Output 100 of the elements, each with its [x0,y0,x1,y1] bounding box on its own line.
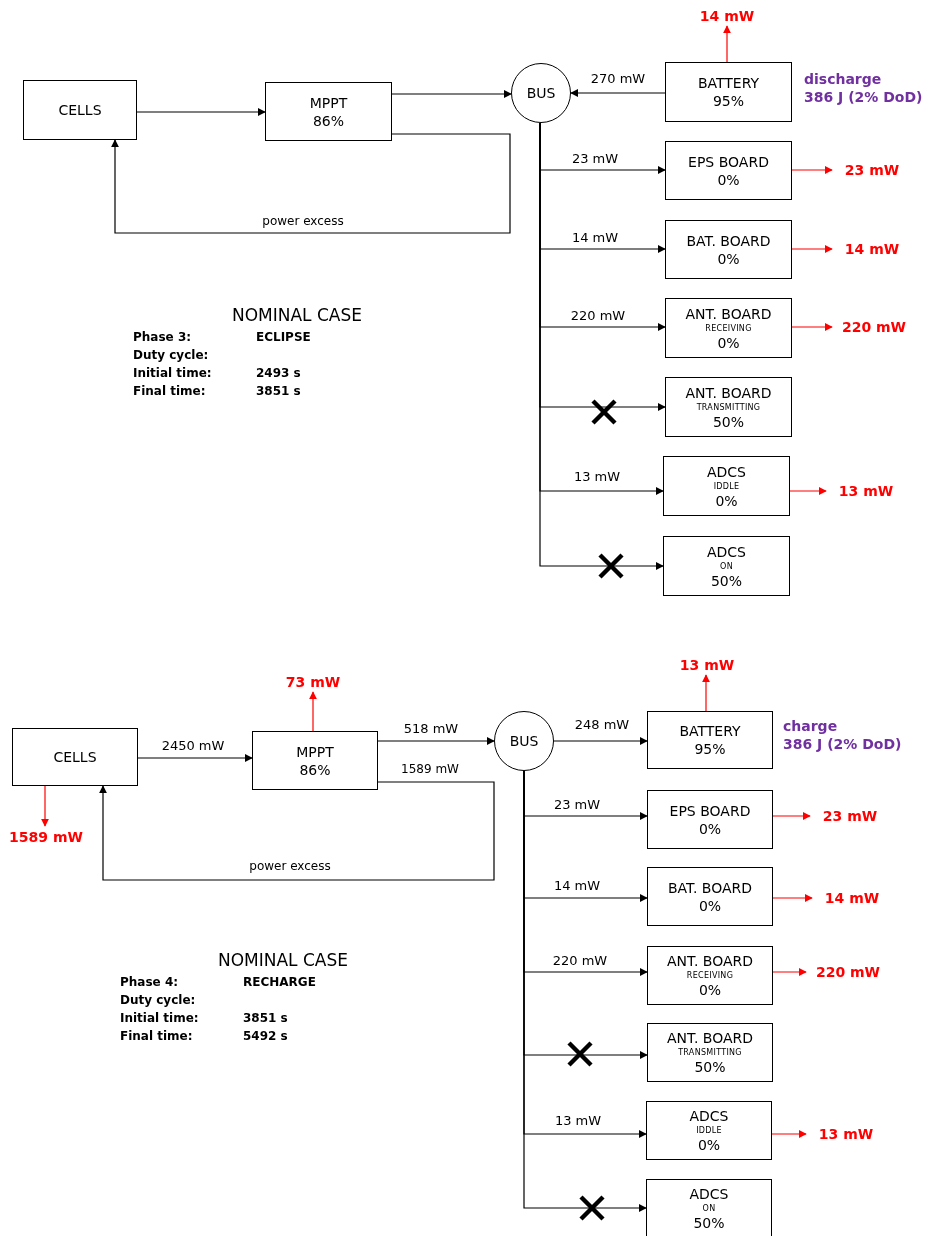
box-value: 50% [693,1214,725,1232]
arrow [771,1130,807,1138]
box-title: MPPT [309,93,348,112]
block-box [647,867,773,926]
box-title: ANT. BOARD [685,383,772,402]
box-value: 50% [694,1058,726,1076]
power-value: 73 mW [282,672,344,692]
mode-label: RECEIVING [705,322,752,334]
arrow [702,674,710,712]
box-value: 95% [712,92,745,110]
block-box [665,62,792,122]
block-box [23,80,137,140]
box-value: 0% [698,981,722,999]
box-title: BAT. BOARD [686,231,771,250]
case-heading: NOMINAL CASE [218,950,348,970]
mode-label: ON [720,560,733,572]
power-value: 13 mW [826,480,906,502]
box-title: CELLS [58,101,102,119]
box-title: ADCS [689,1107,729,1125]
mode-label: IDDLE [713,480,740,492]
block-box [646,1101,772,1160]
bus-label: BUS [526,84,556,102]
arrow [723,25,731,63]
box-value: 0% [697,1136,721,1154]
box-title: CELLS [53,748,97,766]
box-title: ANT. BOARD [685,304,772,323]
arrow [553,737,648,745]
arrow [391,90,512,98]
block-box [647,790,773,849]
mode-label: TRANSMITTING [678,1047,742,1058]
bus-circle [494,711,554,771]
arrow [99,781,495,881]
box-title: MPPT [296,742,334,761]
annotation-text: charge [783,717,838,735]
box-value: 0% [698,896,722,915]
field-label: Phase 4: [120,975,179,989]
arrow [570,89,666,97]
arrow [791,323,833,331]
field-value: RECHARGE [243,975,316,989]
field-label: Duty cycle: [120,993,196,1007]
box-title: ADCS [707,462,746,481]
block-box [265,82,392,141]
arrow [137,754,253,762]
arrow [791,245,833,253]
mode-label: RECEIVING [686,970,734,981]
box-value: 50% [710,571,743,590]
annotation-text: 386 J (2% DoD) [804,88,923,106]
block-box [665,377,792,437]
power-value: 23 mW [810,805,890,827]
block-box [665,298,792,358]
arrow [41,785,49,827]
block-box [647,1023,773,1082]
arrow [377,737,495,745]
power-value: 13 mW [676,655,738,675]
arrow [309,691,317,732]
field-label: Phase 3: [133,330,192,344]
box-value: 95% [694,740,726,758]
power-value: 14 mW [832,238,912,260]
mode-label: ON [702,1203,716,1214]
field-label: Final time: [133,384,206,398]
annotation-text: discharge [804,70,882,88]
arrow [789,487,827,495]
field-value: 2493 s [256,366,301,380]
arrow [111,133,511,234]
box-title: EPS BOARD [669,801,751,820]
field-label: Duty cycle: [133,348,209,362]
field-value: 5492 s [243,1029,288,1043]
power-value: 220 mW [832,316,916,338]
mode-label: IDDLE [696,1125,722,1136]
box-value: 86% [312,111,345,130]
box-value: 0% [698,819,722,838]
arrow [136,108,266,116]
box-value: 86% [299,760,331,779]
box-title: BATTERY [679,722,741,740]
case-heading: NOMINAL CASE [232,305,362,325]
field-label: Initial time: [133,366,212,380]
block-box [647,711,773,769]
bus-label: BUS [509,732,539,750]
arrow [791,166,833,174]
box-value: 0% [717,249,740,268]
block-box [665,220,792,279]
field-value: 3851 s [256,384,301,398]
box-title: BATTERY [697,74,760,92]
box-value: 0% [717,333,740,352]
power-value: 13 mW [806,1123,886,1145]
box-value: 0% [715,491,738,510]
arrow [772,812,811,820]
block-box [647,946,773,1005]
annotation-text: 386 J (2% DoD) [783,735,902,753]
block-box [663,536,790,596]
bus-circle [511,63,571,123]
block-box [646,1179,772,1236]
box-title: EPS BOARD [688,152,769,171]
box-title: ADCS [689,1185,729,1203]
mode-label: TRANSMITTING [696,401,761,413]
box-value: 0% [717,170,740,189]
block-box [252,731,378,790]
field-label: Initial time: [120,1011,199,1025]
power-value: 23 mW [832,159,912,181]
field-value: 3851 s [243,1011,288,1025]
